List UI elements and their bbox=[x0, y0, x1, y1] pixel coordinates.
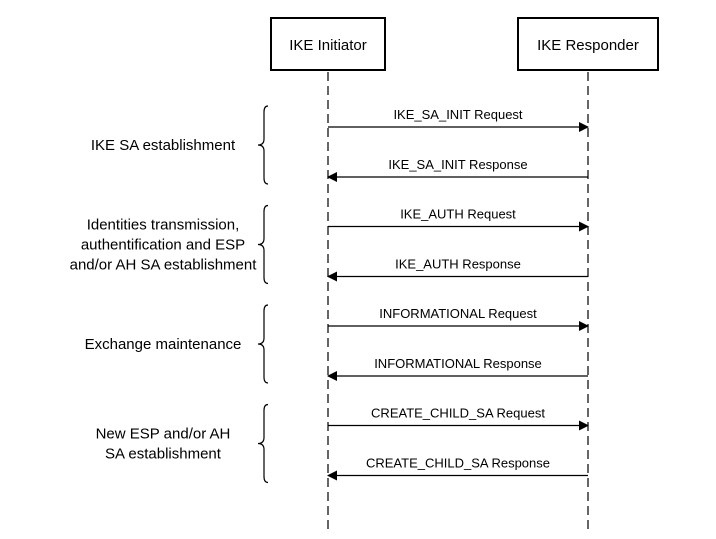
group-label-line: New ESP and/or AH bbox=[96, 426, 231, 443]
group-label-line: and/or AH SA establishment bbox=[70, 257, 258, 274]
exchange-groups: IKE SA establishment IKE_SA_INIT RequestI… bbox=[70, 105, 589, 484]
group-label-line: Identities transmission, bbox=[87, 217, 240, 234]
message-label: INFORMATIONAL Response bbox=[374, 356, 542, 371]
exchange-group: IKE SA establishment IKE_SA_INIT RequestI… bbox=[91, 105, 589, 185]
message-label: IKE_SA_INIT Request bbox=[393, 107, 522, 122]
message-label: CREATE_CHILD_SA Response bbox=[366, 456, 550, 471]
group-brace bbox=[257, 304, 269, 384]
group-brace bbox=[257, 105, 269, 185]
group-label-line: authentification and ESP bbox=[81, 237, 245, 254]
exchange-group: Exchange maintenance INFORMATIONAL Reques… bbox=[85, 304, 589, 384]
group-label-line: SA establishment bbox=[105, 446, 222, 463]
message-label: CREATE_CHILD_SA Request bbox=[371, 406, 545, 421]
message-label: INFORMATIONAL Request bbox=[379, 306, 537, 321]
message-label: IKE_SA_INIT Response bbox=[388, 157, 527, 172]
group-brace bbox=[257, 204, 269, 285]
initiator-label: IKE Initiator bbox=[289, 37, 367, 54]
group-label-line: Exchange maintenance bbox=[85, 336, 242, 353]
group-label-line: IKE SA establishment bbox=[91, 137, 236, 154]
responder-box bbox=[517, 17, 659, 71]
exchange-group: Identities transmission, authentification… bbox=[70, 204, 589, 285]
initiator-box bbox=[270, 17, 386, 71]
responder-label: IKE Responder bbox=[537, 37, 639, 54]
group-brace bbox=[257, 403, 269, 484]
message-label: IKE_AUTH Request bbox=[400, 207, 516, 222]
message-label: IKE_AUTH Response bbox=[395, 257, 521, 272]
